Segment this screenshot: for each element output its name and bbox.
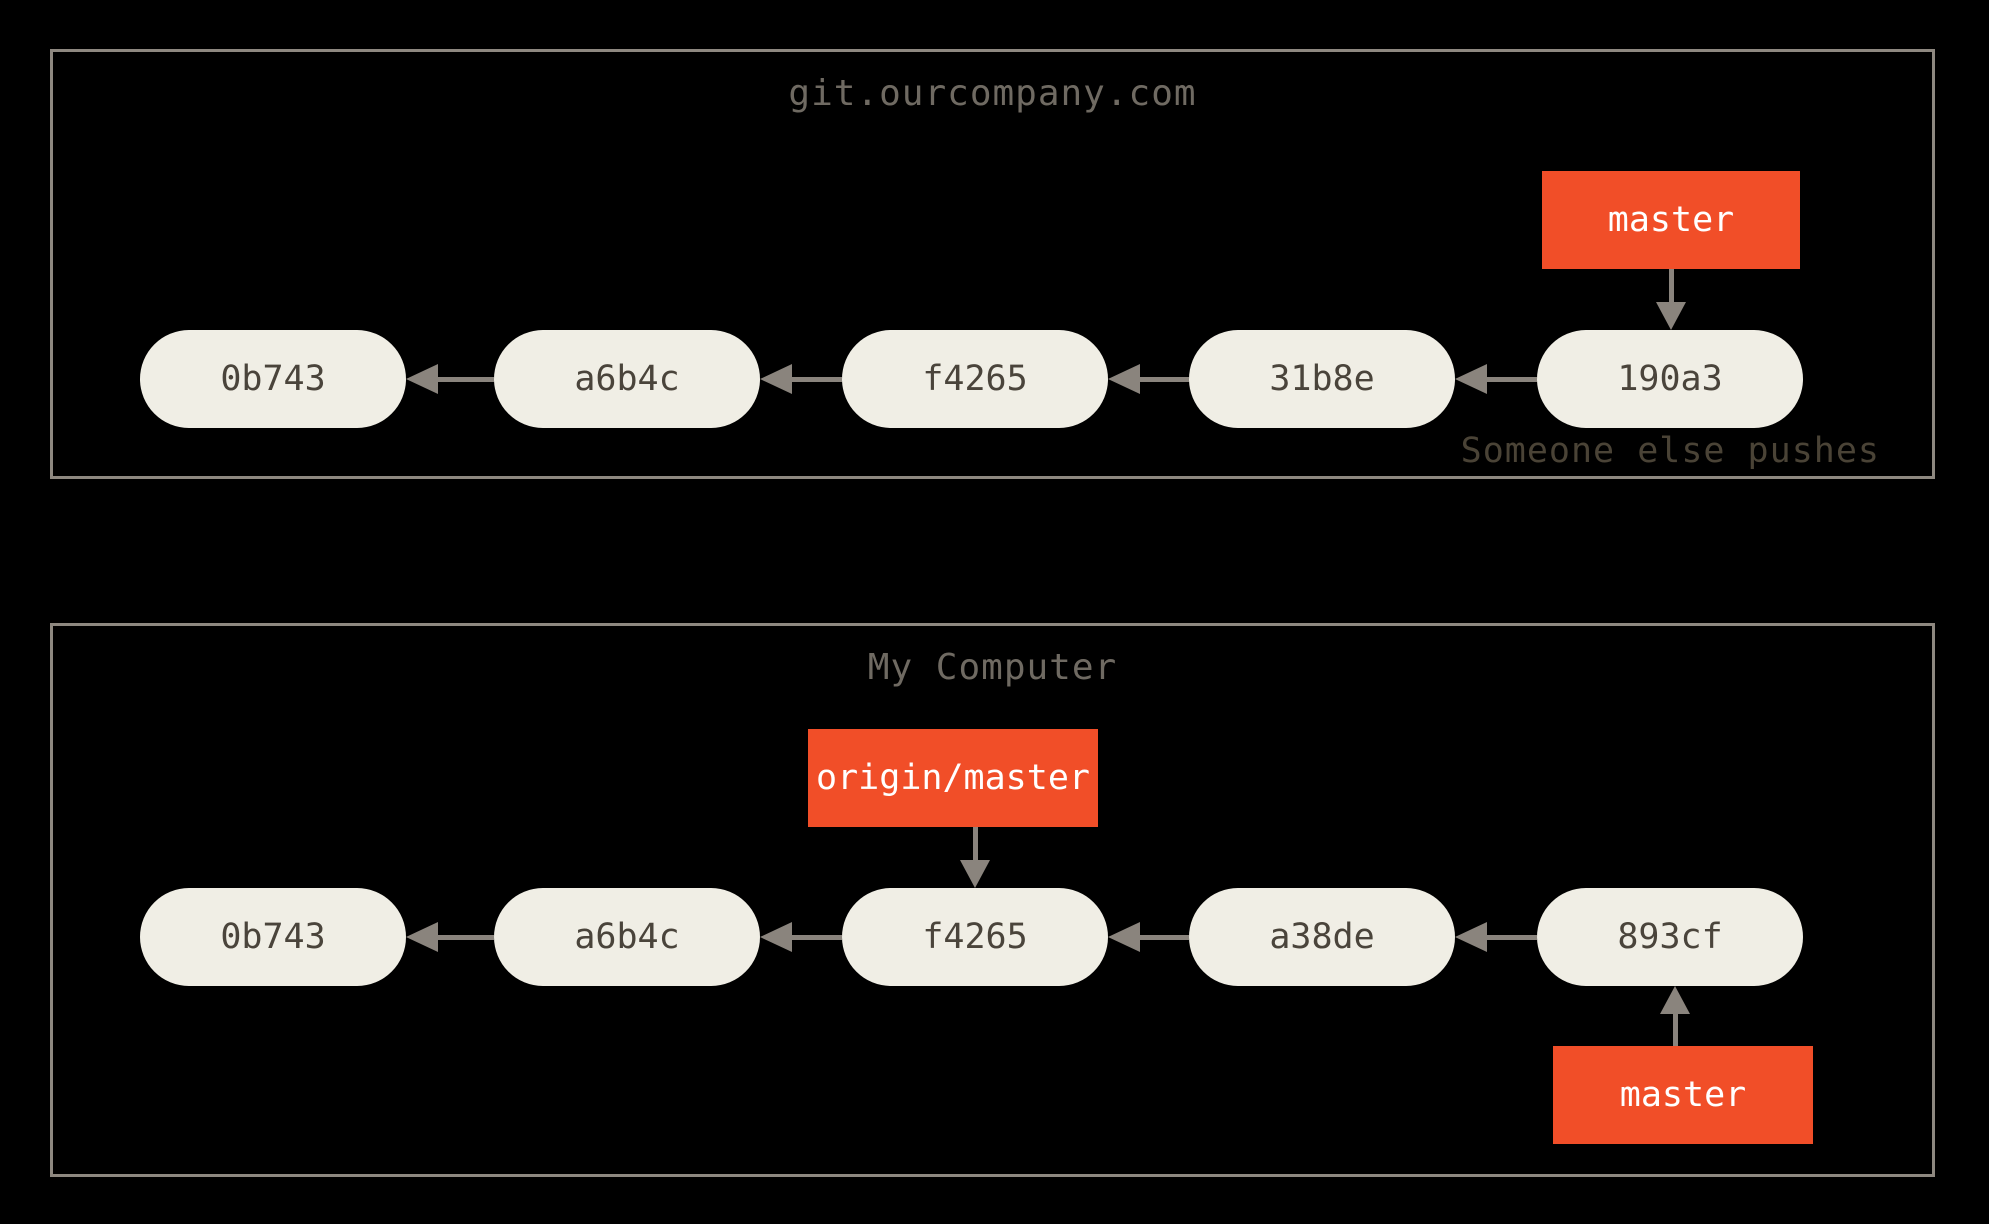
arrow-left-icon (1108, 922, 1189, 952)
arrow-shaft (434, 935, 494, 940)
arrow-shaft (1483, 377, 1537, 382)
arrow-left-icon (1455, 922, 1537, 952)
commit-node: a6b4c (494, 330, 760, 428)
arrow-shaft (788, 935, 842, 940)
commit-node: f4265 (842, 888, 1108, 986)
commit-node: 31b8e (1189, 330, 1455, 428)
arrow-shaft (973, 827, 978, 864)
commit-node: a38de (1189, 888, 1455, 986)
arrow-left-icon (1108, 364, 1189, 394)
remote-repo-title: git.ourcompany.com (788, 73, 1197, 114)
arrow-shaft (1136, 377, 1189, 382)
local-repo-box: My Computer origin/master 0b743 a6b4c f4… (50, 623, 1935, 1177)
commit-node: 0b743 (140, 330, 406, 428)
commit-node: 893cf (1537, 888, 1803, 986)
arrow-up-icon (1660, 986, 1690, 1046)
remote-note: Someone else pushes (1460, 431, 1880, 471)
arrow-down-icon (960, 827, 990, 888)
arrowhead (1656, 302, 1686, 330)
arrow-down-icon (1656, 269, 1686, 330)
arrowhead (1660, 986, 1690, 1014)
origin-master-branch-label: origin/master (808, 729, 1098, 827)
arrow-left-icon (406, 922, 494, 952)
arrow-shaft (1136, 935, 1189, 940)
arrow-left-icon (760, 364, 842, 394)
arrow-left-icon (406, 364, 494, 394)
remote-master-branch-label: master (1542, 171, 1800, 269)
commit-node: a6b4c (494, 888, 760, 986)
local-repo-title: My Computer (867, 647, 1118, 688)
local-master-branch-label: master (1553, 1046, 1813, 1144)
remote-repo-box: git.ourcompany.com master 0b743 a6b4c f4… (50, 49, 1935, 479)
arrow-shaft (1483, 935, 1537, 940)
arrowhead (760, 922, 792, 952)
commit-node: 190a3 (1537, 330, 1803, 428)
arrow-shaft (788, 377, 842, 382)
arrowhead (1455, 364, 1487, 394)
commit-node: 0b743 (140, 888, 406, 986)
arrow-left-icon (760, 922, 842, 952)
arrow-left-icon (1455, 364, 1537, 394)
arrowhead (960, 860, 990, 888)
arrowhead (406, 922, 438, 952)
commit-node: f4265 (842, 330, 1108, 428)
arrow-shaft (1673, 1010, 1678, 1046)
arrowhead (406, 364, 438, 394)
arrow-shaft (1669, 269, 1674, 306)
arrowhead (1455, 922, 1487, 952)
arrowhead (1108, 364, 1140, 394)
arrowhead (760, 364, 792, 394)
arrow-shaft (434, 377, 494, 382)
arrowhead (1108, 922, 1140, 952)
